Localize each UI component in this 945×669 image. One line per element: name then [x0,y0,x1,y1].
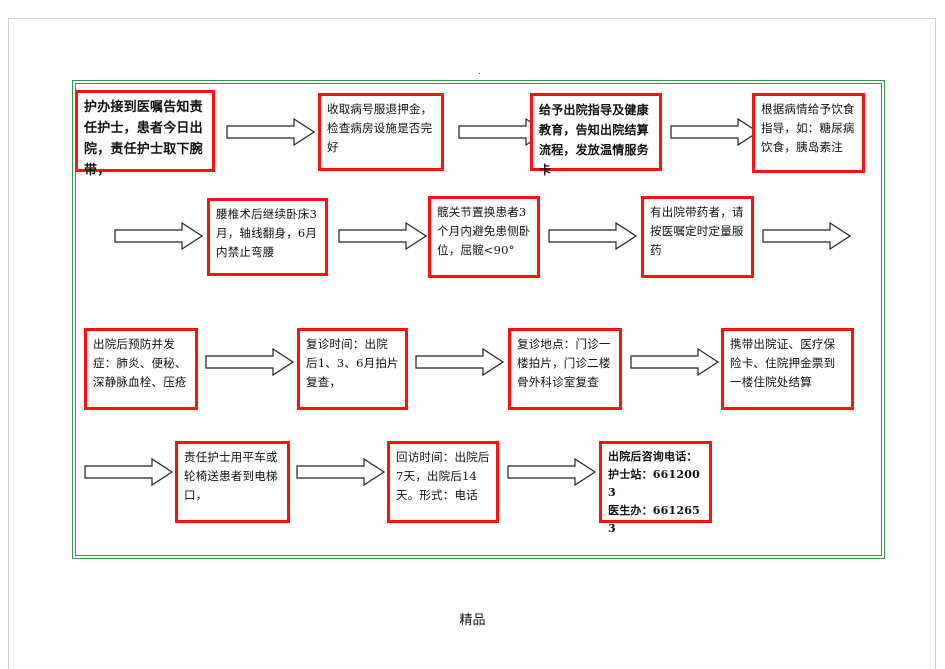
step-box: 有出院带药者，请按医嘱定时定量服药 [641,196,754,278]
arrow-shape [226,117,316,147]
step-text: 携带出院证、医疗保险卡、住院押金票到一楼住院处结算 [730,337,836,389]
flow-arrow [296,457,386,487]
step-text: 回访时间：出院后7天，出院后14天。形式：电话 [396,450,490,502]
step-box: 复诊地点：门诊一楼拍片，门诊二楼骨外科诊室复查 [508,328,622,410]
arrow-shape [114,221,204,251]
step-text: 根据病情给予饮食指导，如：糖尿病饮食，胰岛素注 [761,102,855,154]
step-text: 护士站：6612003 [608,468,700,499]
page-edge [8,18,936,19]
page-edge [935,18,936,669]
arrow-shape [296,457,386,487]
arrow-shape [415,347,505,377]
step-text: 髋关节置换患者3个月内避免患侧卧位，屈髋<90° [437,205,531,257]
page-footer: 精品 [459,613,486,628]
step-box: 携带出院证、医疗保险卡、住院押金票到一楼住院处结算 [721,328,854,410]
step-box: 给予出院指导及健康教育，告知出院结算流程，发放温情服务卡 [530,93,662,177]
step-box: 出院后咨询电话： 护士站：6612003 医生办：6612653 [599,441,712,535]
page-dot: . [478,67,481,77]
flow-arrow [548,221,638,251]
arrow-shape [205,347,295,377]
flow-arrow [226,117,316,147]
flow-arrow [84,457,174,487]
arrow-shape [548,221,638,251]
step-box: 护办接到医嘱告知责任护士，患者今日出院，责任护士取下腕带， [75,90,215,178]
step-text: 腰椎术后继续卧床3月，轴线翻身，6月内禁止弯腰 [216,207,318,259]
step-text: 责任护士用平车或轮椅送患者到电梯口， [184,450,278,502]
step-box: 责任护士用平车或轮椅送患者到电梯口， [175,441,290,523]
step-text: 收取病号服退押金，检查病房设施是否完好 [327,102,433,154]
flow-arrow [762,221,852,251]
step-box: 腰椎术后继续卧床3月，轴线翻身，6月内禁止弯腰 [207,198,328,276]
flow-arrow [670,117,760,147]
arrow-shape [630,347,720,377]
page-edge [8,18,9,669]
step-text: 护办接到医嘱告知责任护士，患者今日出院，责任护士取下腕带， [84,100,203,178]
step-box: 根据病情给予饮食指导，如：糖尿病饮食，胰岛素注 [752,93,865,173]
step-box: 髋关节置换患者3个月内避免患侧卧位，屈髋<90° [428,196,540,278]
flow-arrow [630,347,720,377]
step-box: 收取病号服退押金，检查病房设施是否完好 [318,93,444,171]
step-box: 复诊时间：出院后1、3、6月拍片复查， [297,328,408,410]
flow-arrow [415,347,505,377]
arrow-shape [670,117,760,147]
flow-arrow [507,457,597,487]
step-text: 出院后预防并发症：肺炎、便秘、深静脉血栓、压疮 [93,337,187,389]
arrow-shape [507,457,597,487]
step-text: 医生办：6612653 [608,504,700,535]
arrow-shape [84,457,174,487]
step-box: 出院后预防并发症：肺炎、便秘、深静脉血栓、压疮 [84,328,198,410]
step-text: 复诊时间：出院后1、3、6月拍片复查， [306,337,399,389]
step-text: 出院后咨询电话： [608,450,698,463]
flow-arrow [205,347,295,377]
flowchart-frame [72,80,885,559]
arrow-shape [762,221,852,251]
step-text: 复诊地点：门诊一楼拍片，门诊二楼骨外科诊室复查 [517,337,611,389]
step-box: 回访时间：出院后7天，出院后14天。形式：电话 [387,441,499,523]
step-text: 给予出院指导及健康教育，告知出院结算流程，发放温情服务卡 [539,103,649,177]
flow-arrow [114,221,204,251]
step-text: 有出院带药者，请按医嘱定时定量服药 [650,205,744,257]
arrow-shape [338,221,428,251]
flow-arrow [338,221,428,251]
